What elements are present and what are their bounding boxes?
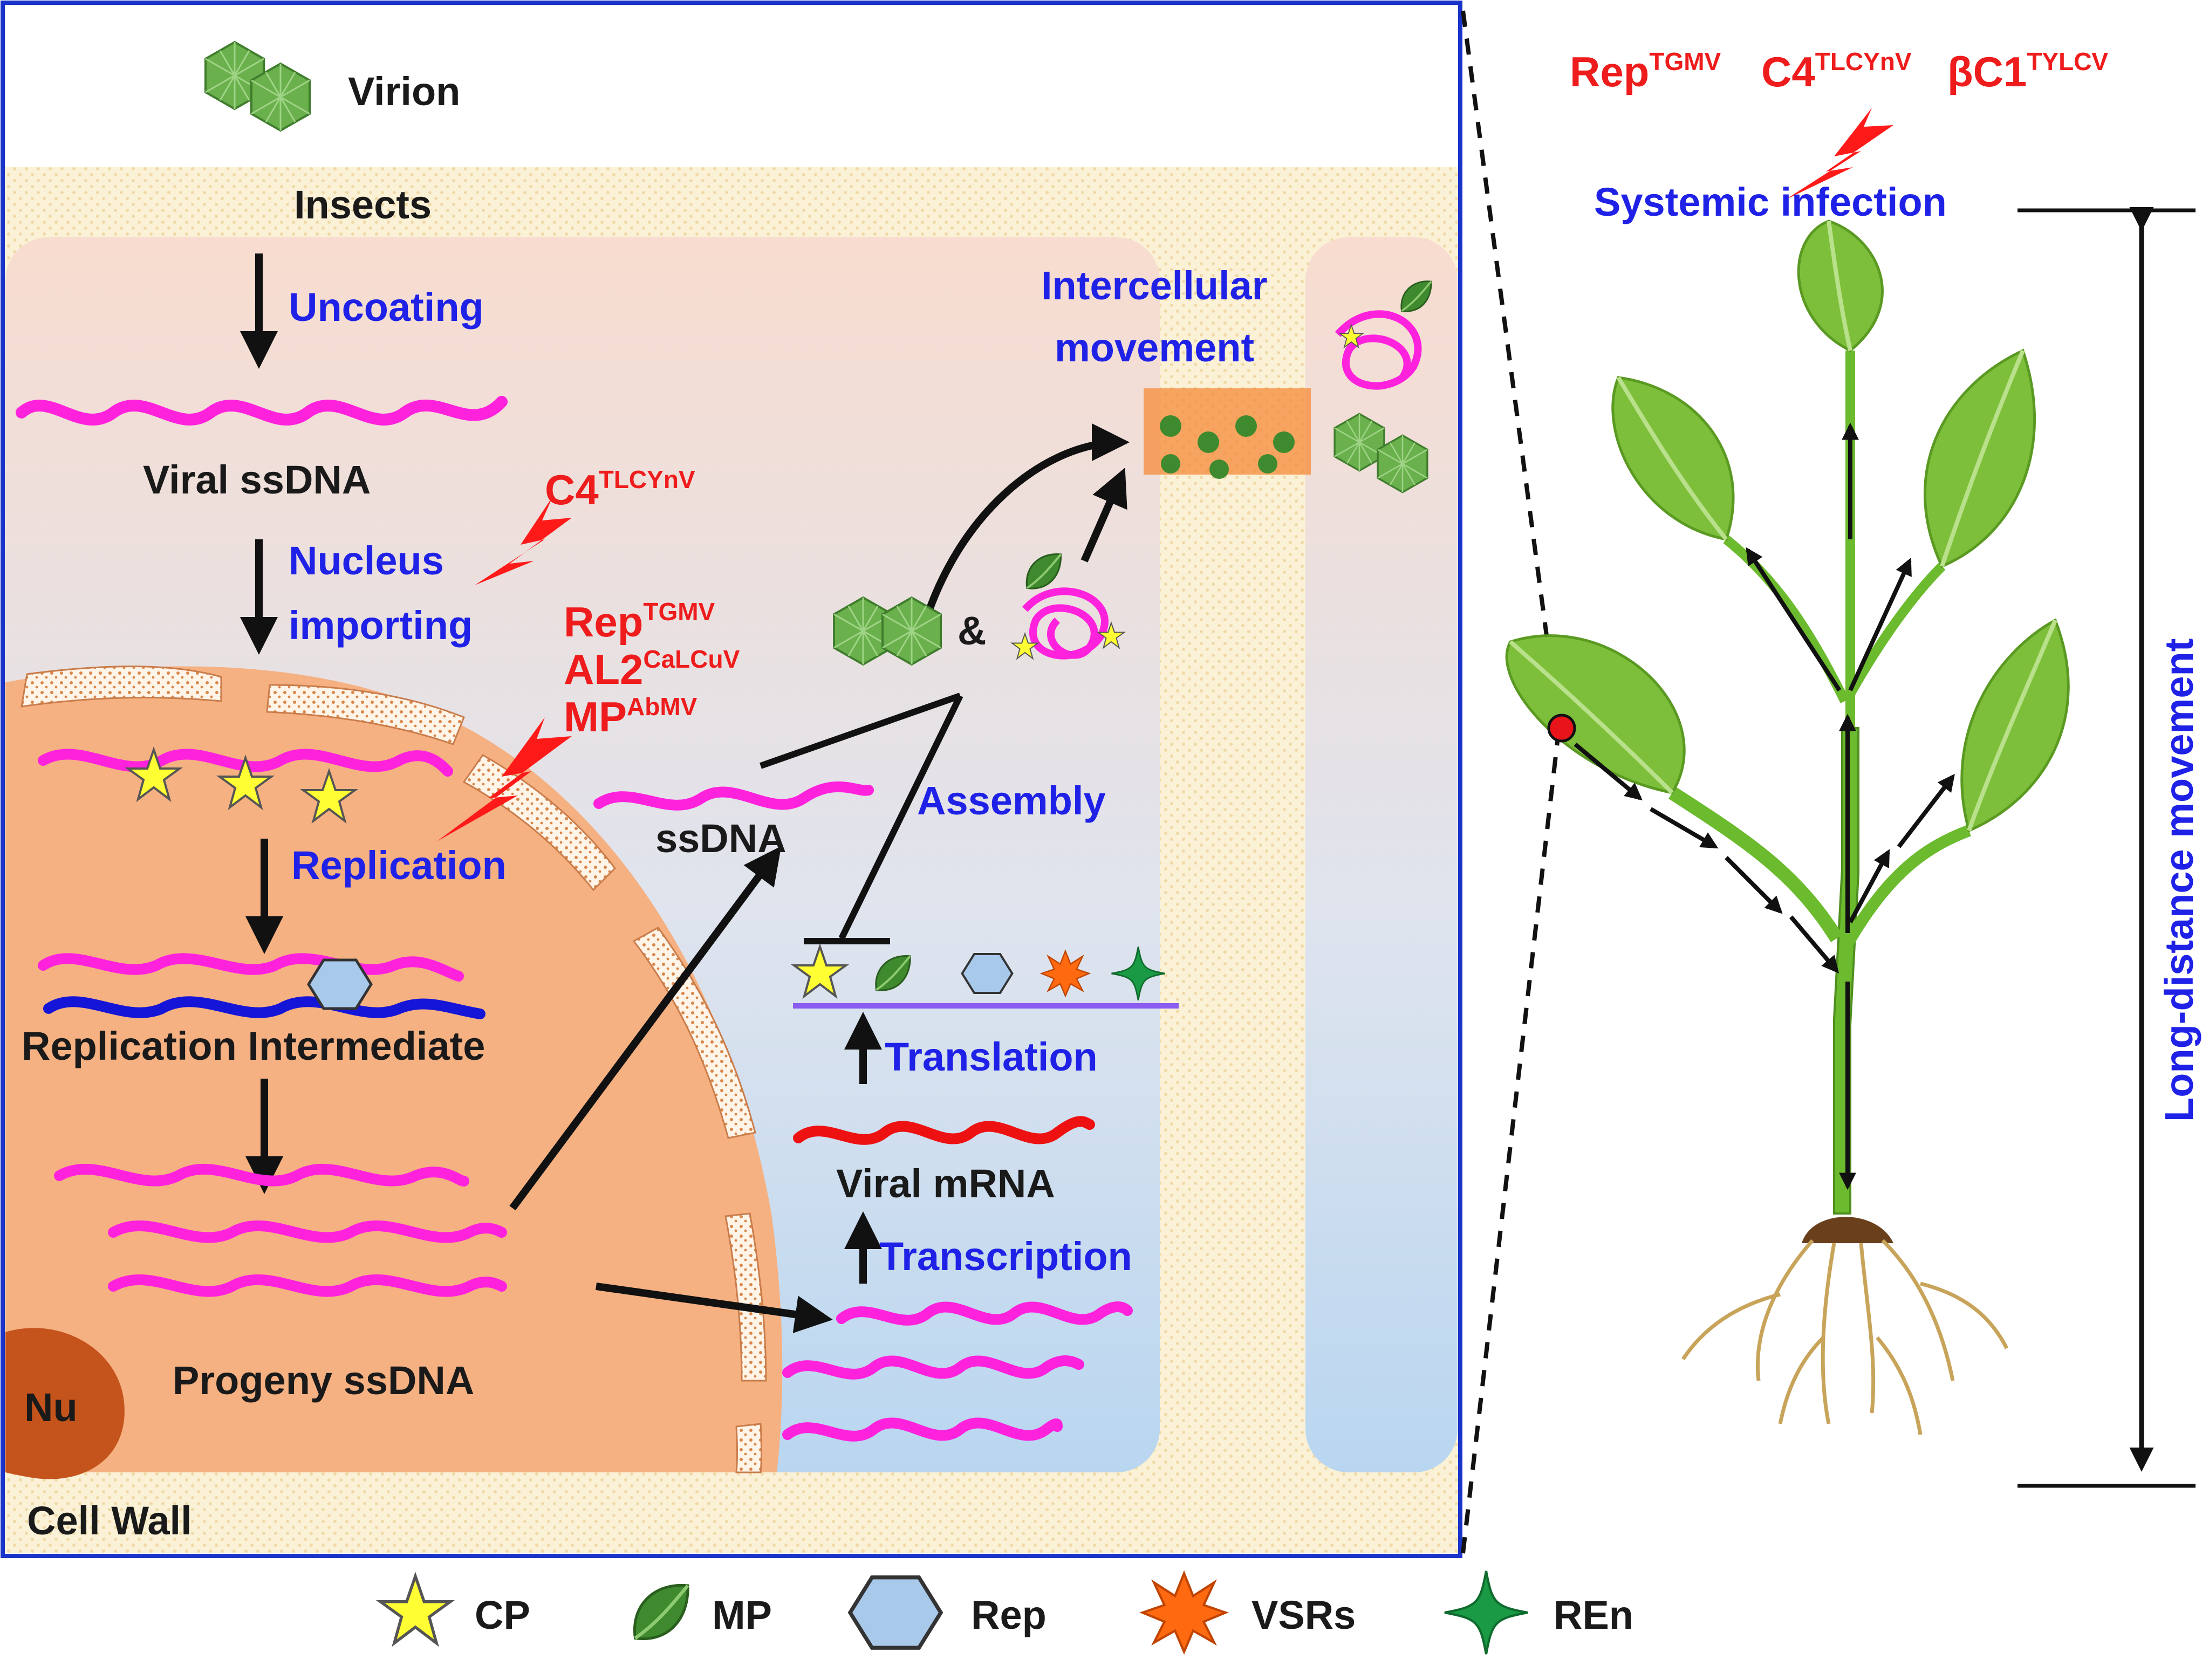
c4-suppressor-base: C4 (545, 466, 599, 513)
c4-suppressor-sup: TLCYnV (599, 465, 695, 493)
legend-item-mp: MP (634, 1585, 772, 1638)
top-c4-sup: TLCYnV (1815, 47, 1912, 76)
seed (1802, 1217, 1893, 1243)
leaf-veins (1509, 221, 2057, 832)
systemic-infection-label: Systemic infection (1594, 180, 1947, 224)
neighbor-cell-mp-complex-icon (1335, 280, 1432, 390)
flow-arrows (240, 253, 1130, 1333)
rep-hexagon-icon (309, 960, 371, 1009)
top-bc1-base: βC1 (1947, 48, 2027, 95)
svg-text:MPAbMV: MPAbMV (564, 692, 697, 740)
cytoplasmic-ssdna-strand (593, 781, 874, 811)
intercellular-movement-label-2: movement (1055, 325, 1254, 370)
legend-label: MP (712, 1593, 772, 1637)
replication-intermediate-ssdna (38, 953, 464, 982)
al2-suppressor-sup: CaLCuV (643, 645, 740, 673)
viral-ssdna-strand (16, 396, 508, 426)
branch (1723, 535, 1850, 704)
translation-label: Translation (885, 1034, 1098, 1079)
transcription-ssdna-strands (782, 1301, 1133, 1442)
plant-illustration (1505, 220, 2070, 1435)
nucleolus-label: Nu (24, 1385, 78, 1430)
assembly-label: Assembly (917, 778, 1106, 823)
mp-suppressor-sup: AbMV (627, 692, 697, 721)
transcription-label: Transcription (879, 1234, 1132, 1279)
replication-intermediate-complement (43, 996, 485, 1019)
branch (1842, 825, 1971, 947)
ssdna-label: ssDNA (655, 816, 787, 861)
legend-item-vsrs: VSRs (1143, 1573, 1356, 1652)
neighbor-cell (1305, 237, 1458, 1472)
nucleus-importing-label-1: Nucleus (289, 538, 444, 583)
systemic-movement-arrows (1574, 422, 1955, 1190)
assembly-inhibition-lines (760, 692, 963, 944)
al2-suppressor-base: AL2 (564, 646, 643, 693)
viral-mrna-label: Viral mRNA (836, 1161, 1055, 1206)
replication-template-strand (38, 749, 453, 777)
legend-item-rep: Rep (850, 1578, 1047, 1648)
svg-text:C4TLCYnV: C4TLCYnV (1761, 47, 1912, 95)
svg-text:RepTGMV: RepTGMV (1570, 47, 1721, 95)
branch (1845, 563, 1946, 698)
nucleolus (5, 1328, 125, 1479)
nucleus-importing-label-2: importing (289, 603, 473, 648)
viral-ssdna-label: Viral ssDNA (143, 457, 371, 502)
cell-wall-label: Cell Wall (27, 1498, 192, 1543)
legend-label: Rep (971, 1593, 1047, 1637)
insects-label: Insects (294, 182, 432, 227)
mp-ssdna-complex-icon (1011, 554, 1125, 660)
svg-text:AL2CaLCuV: AL2CaLCuV (564, 645, 740, 693)
rep-al2-mp-suppressor-labels: RepTGMV AL2CaLCuV MPAbMV (564, 598, 740, 740)
top-bc1-sup: TYLCV (2027, 47, 2108, 76)
branch (1668, 787, 1843, 942)
rep-suppressor-base: Rep (564, 598, 643, 646)
legend: CP MP Rep VSRs REn (380, 1571, 1633, 1654)
cell-panel (1, 1, 1462, 1558)
top-c4-base: C4 (1761, 48, 1815, 95)
c4-suppressor-label: C4TLCYnV (545, 465, 695, 513)
top-rep-base: Rep (1570, 48, 1649, 95)
legend-label: CP (475, 1593, 530, 1637)
replication-intermediate-label: Replication Intermediate (22, 1024, 485, 1068)
lightning-icon (475, 496, 572, 585)
leaf-icon (1797, 220, 1884, 352)
leaf-icon (1505, 634, 1686, 794)
progeny-ssdna-strands (54, 1163, 507, 1297)
legend-item-cp: CP (380, 1576, 530, 1643)
long-distance-movement-label: Long-distance movement (2157, 639, 2201, 1122)
zoom-connector-lines (1461, 10, 1561, 1554)
lightning-icon (437, 717, 572, 841)
svg-text:RepTGMV: RepTGMV (564, 598, 715, 646)
progeny-ssdna-label: Progeny ssDNA (173, 1358, 474, 1403)
rep-suppressor-sup: TGMV (643, 598, 715, 626)
leaf-icon (1960, 618, 2070, 833)
infection-site-marker (1547, 714, 1576, 743)
replication-label: Replication (291, 843, 507, 888)
legend-label: REn (1554, 1593, 1633, 1637)
virion-label: Virion (348, 69, 460, 114)
lightning-icon (1786, 108, 1893, 200)
viral-mrna-strand (793, 1116, 1095, 1145)
legend-label: VSRs (1251, 1593, 1356, 1637)
top-rep-sup: TGMV (1649, 47, 1721, 76)
mp-suppressor-base: MP (564, 693, 627, 740)
top-suppressor-labels: RepTGMV C4TLCYnV βC1TYLCV (1570, 47, 2108, 95)
svg-text:C4TLCYnV: C4TLCYnV (545, 465, 695, 513)
uncoating-label: Uncoating (289, 285, 484, 330)
intercellular-movement-label-1: Intercellular (1041, 263, 1268, 308)
roots (1681, 1239, 2009, 1435)
plasmodesma-mp-dots (1160, 415, 1295, 479)
long-distance-scale (2017, 207, 2196, 1488)
legend-item-ren: REn (1445, 1571, 1633, 1654)
ampersand-label: & (958, 608, 986, 653)
svg-text:βC1TYLCV: βC1TYLCV (1947, 47, 2108, 95)
